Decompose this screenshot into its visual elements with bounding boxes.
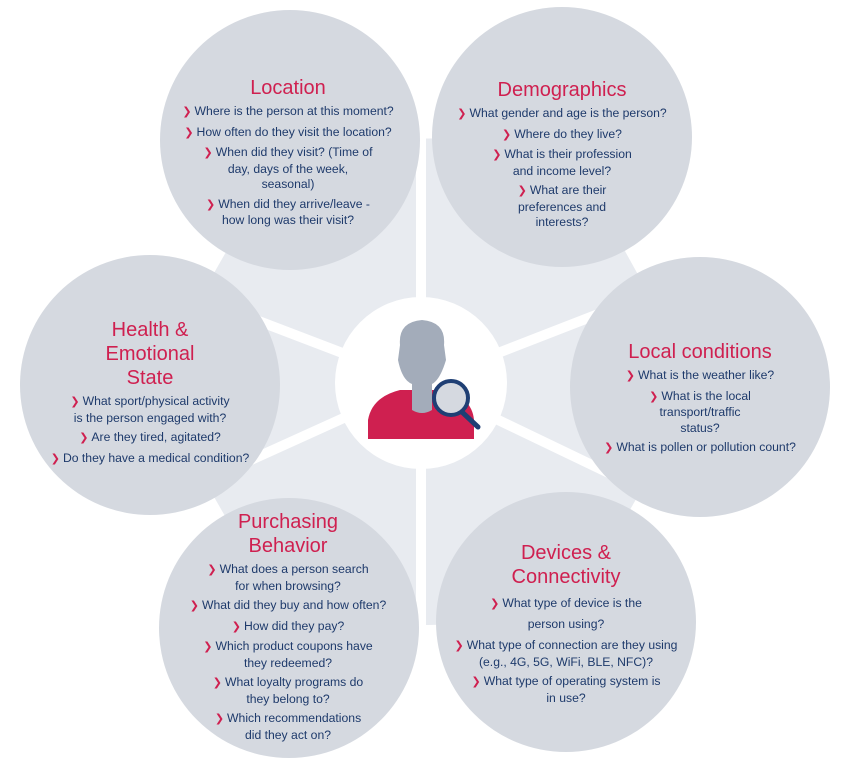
petal-health-circle <box>20 255 280 515</box>
petal-devices-circle <box>436 492 696 752</box>
petal-title: Health & Emotional State <box>105 319 195 389</box>
list-item: ❯How did they pay? <box>231 618 345 633</box>
list-item: ❯What did they buy and how often? <box>189 598 387 612</box>
petal-health: Health & Emotional State ❯What sport/phy… <box>20 318 280 471</box>
list-item: ❯Where do they live? <box>502 126 622 141</box>
petal-local-conditions: Local conditions ❯What is the weather li… <box>570 340 830 461</box>
list-item: ❯Are they tired, agitated? <box>79 430 221 444</box>
list-item: ❯What sport/physical activity is the per… <box>70 394 230 425</box>
petal-location-circle <box>160 10 420 270</box>
list-item: ❯Do they have a medical condition? <box>50 450 250 465</box>
petal-title: Local conditions <box>628 341 772 363</box>
list-item: ❯Where is the person at this moment? <box>182 104 394 118</box>
petal-location: Location ❯Where is the person at this mo… <box>158 76 418 233</box>
list-item: ❯How often do they visit the location? <box>184 124 392 139</box>
petal-devices: Devices & Connectivity ❯What type of dev… <box>436 541 696 710</box>
list-item: ❯Which product coupons have they redeeme… <box>203 639 373 670</box>
list-item: ❯What are their preferences and interest… <box>517 183 607 229</box>
list-item: ❯What loyalty programs do they belong to… <box>212 675 364 706</box>
petal-demographics: Demographics ❯What gender and age is the… <box>432 78 692 235</box>
list-item: ❯What type of connection are they using … <box>454 638 678 669</box>
petal-title: Demographics <box>497 79 627 101</box>
list-item: ❯What type of operating system is in use… <box>471 674 661 705</box>
person-search-icon <box>368 320 481 439</box>
list-item: ❯What is pollen or pollution count? <box>604 440 796 454</box>
list-item: ❯What type of device is the person using… <box>490 596 642 631</box>
petal-title: Devices & Connectivity <box>511 542 621 588</box>
list-item: ❯What gender and age is the person? <box>457 106 667 120</box>
petal-demographics-circle <box>432 7 692 267</box>
list-item: ❯What is their profession and income lev… <box>492 147 632 178</box>
petal-title: Location <box>250 77 326 99</box>
list-item: ❯When did they visit? (Time of day, days… <box>203 145 373 191</box>
petal-local-circle <box>570 257 830 517</box>
petal-title: Purchasing Behavior <box>237 511 339 557</box>
petal-purchasing: Purchasing Behavior ❯What does a person … <box>158 510 418 747</box>
list-item: ❯When did they arrive/leave - how long w… <box>206 196 370 228</box>
list-item: ❯Which recommendations did they act on? <box>214 711 362 742</box>
petal-purchasing-circle <box>159 498 419 758</box>
list-item: ❯What does a person search for when brow… <box>207 562 369 593</box>
list-item: ❯What is the local transport/traffic sta… <box>649 388 751 435</box>
list-item: ❯What is the weather like? <box>625 368 775 382</box>
